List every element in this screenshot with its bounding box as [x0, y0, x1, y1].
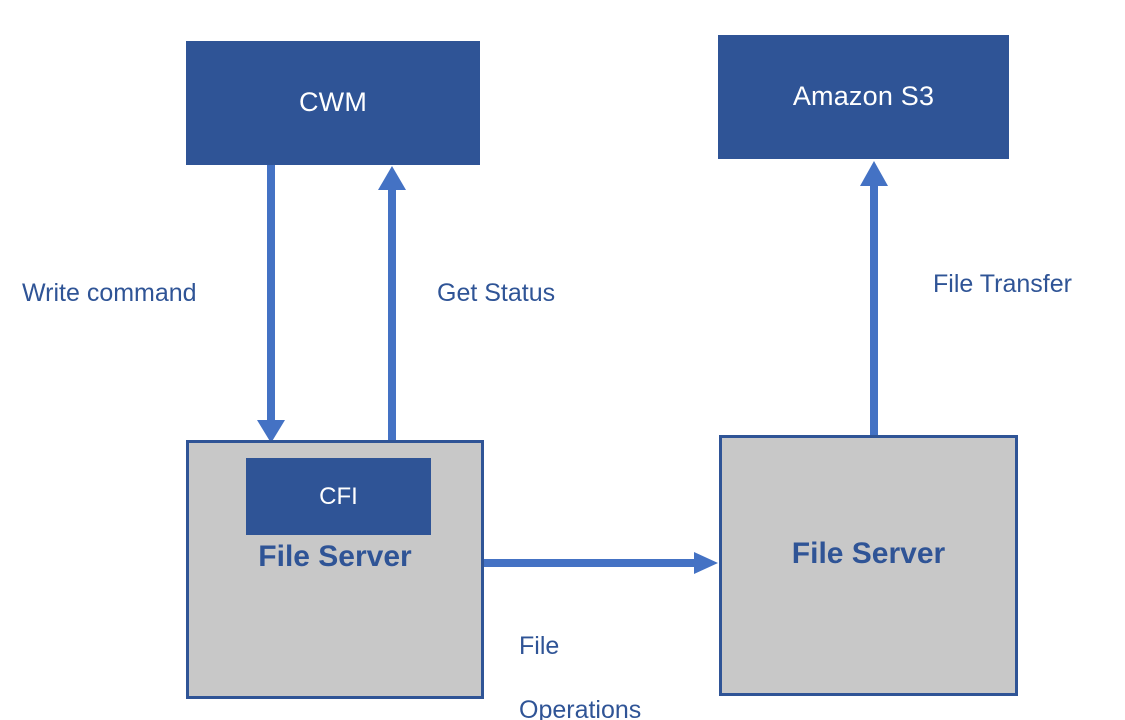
- node-amazon-s3[interactable]: Amazon S3: [718, 35, 1009, 159]
- node-file-server-left-title: File Server: [189, 540, 481, 574]
- edge-label-write-command: Write command: [22, 279, 197, 307]
- node-file-server-right[interactable]: File Server: [719, 435, 1018, 696]
- node-file-server-right-title: File Server: [722, 537, 1015, 571]
- edge-label-file-transfer: File Transfer: [933, 270, 1072, 298]
- arrow-write-command: [257, 165, 285, 443]
- arrow-file-operations: [484, 552, 718, 574]
- node-file-server-left[interactable]: CFI File Server: [186, 440, 484, 699]
- edge-label-file-operations-line-2: Operations: [519, 696, 642, 720]
- arrow-get-status: [378, 166, 406, 443]
- edge-label-get-status: Get Status: [437, 279, 556, 307]
- edge-label-file-operations: File Operations: [519, 598, 641, 720]
- node-amazon-s3-label: Amazon S3: [792, 81, 935, 112]
- node-cfi[interactable]: CFI: [246, 458, 431, 535]
- node-cwm-label: CWM: [298, 87, 368, 118]
- edge-label-file-operations-line-1: File: [519, 632, 560, 660]
- node-cfi-label: CFI: [319, 482, 358, 510]
- arrow-file-transfer: [860, 161, 888, 441]
- node-file-server-left-label: File Server: [258, 540, 412, 573]
- node-cwm[interactable]: CWM: [186, 41, 480, 165]
- file-server-left-content: CFI File Server: [189, 443, 481, 696]
- node-file-server-right-label: File Server: [791, 537, 946, 570]
- file-server-right-content: File Server: [722, 438, 1015, 693]
